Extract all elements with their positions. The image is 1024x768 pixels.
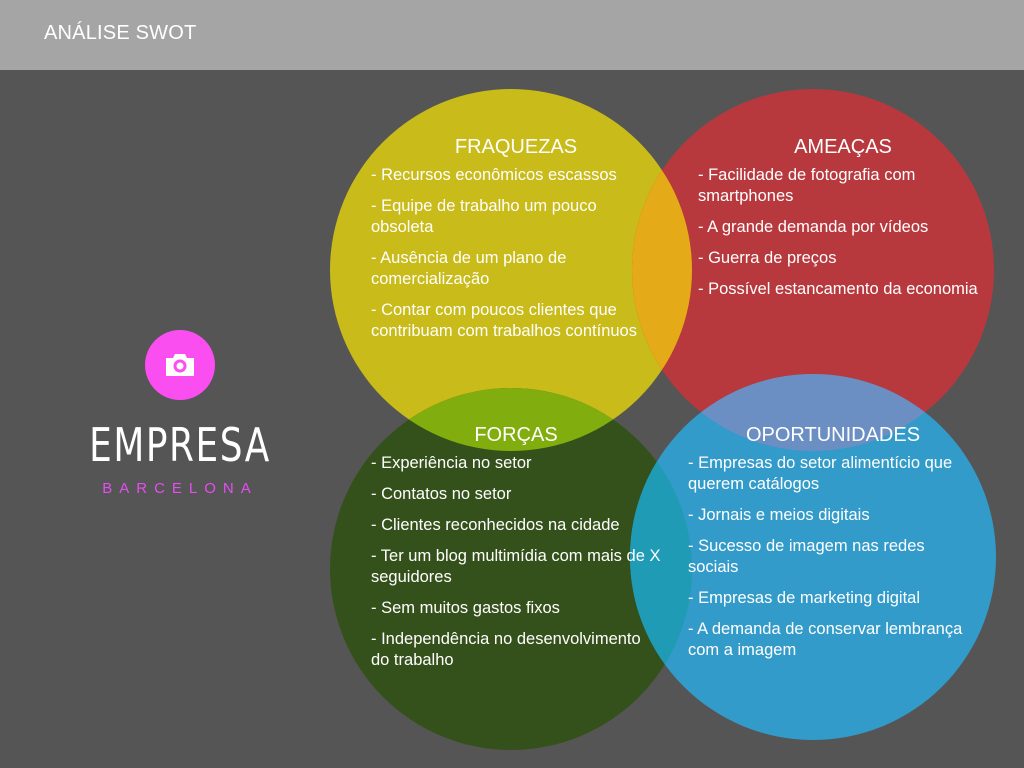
list-item: - Ausência de um plano de comercializaçã…: [371, 249, 567, 288]
company-name: EMPRESA: [89, 418, 271, 472]
list-item: - Possível estancamento da economia: [698, 280, 978, 298]
header-bar: ANÁLISE SWOT: [0, 0, 1024, 70]
camera-icon: [145, 330, 215, 400]
list-item: - Empresas do setor alimentício que quer…: [688, 454, 953, 493]
list-item: - Ter um blog multimídia com mais de X s…: [371, 547, 661, 586]
list-item: - Experiência no setor: [371, 454, 532, 472]
list-item: - Contatos no setor: [371, 485, 512, 503]
list-item: - A grande demanda por vídeos: [698, 218, 929, 236]
strengths-section: FORÇAS - Experiência no setor - Contatos…: [371, 424, 661, 681]
threats-title: AMEAÇAS: [794, 136, 892, 158]
list-item: - Independência no desenvolvimento do tr…: [371, 630, 641, 669]
list-item: - A demanda de conservar lembrança com a…: [688, 620, 963, 659]
list-item: - Contar com poucos clientes que contrib…: [371, 301, 637, 340]
list-item: - Equipe de trabalho um pouco obsoleta: [371, 197, 597, 236]
list-item: - Empresas de marketing digital: [688, 589, 921, 607]
opportunities-section: OPORTUNIDADES - Empresas do setor alimen…: [688, 424, 978, 671]
weaknesses-title: FRAQUEZAS: [454, 136, 578, 158]
opportunities-title: OPORTUNIDADES: [745, 424, 921, 446]
list-item: - Guerra de preços: [698, 249, 837, 267]
company-city: BARCELONA: [102, 480, 258, 497]
list-item: - Facilidade de fotografia com smartphon…: [698, 166, 916, 205]
list-item: - Sem muitos gastos fixos: [371, 599, 560, 617]
threats-section: AMEAÇAS - Facilidade de fotografia com s…: [698, 136, 988, 310]
page-title: ANÁLISE SWOT: [44, 22, 197, 44]
list-item: - Jornais e meios digitais: [688, 506, 870, 524]
list-item: - Recursos econômicos escassos: [371, 166, 617, 184]
strengths-title: FORÇAS: [474, 424, 558, 446]
list-item: - Clientes reconhecidos na cidade: [371, 516, 620, 534]
weaknesses-section: FRAQUEZAS - Recursos econômicos escassos…: [371, 136, 661, 352]
list-item: - Sucesso de imagem nas redes sociais: [688, 537, 925, 576]
